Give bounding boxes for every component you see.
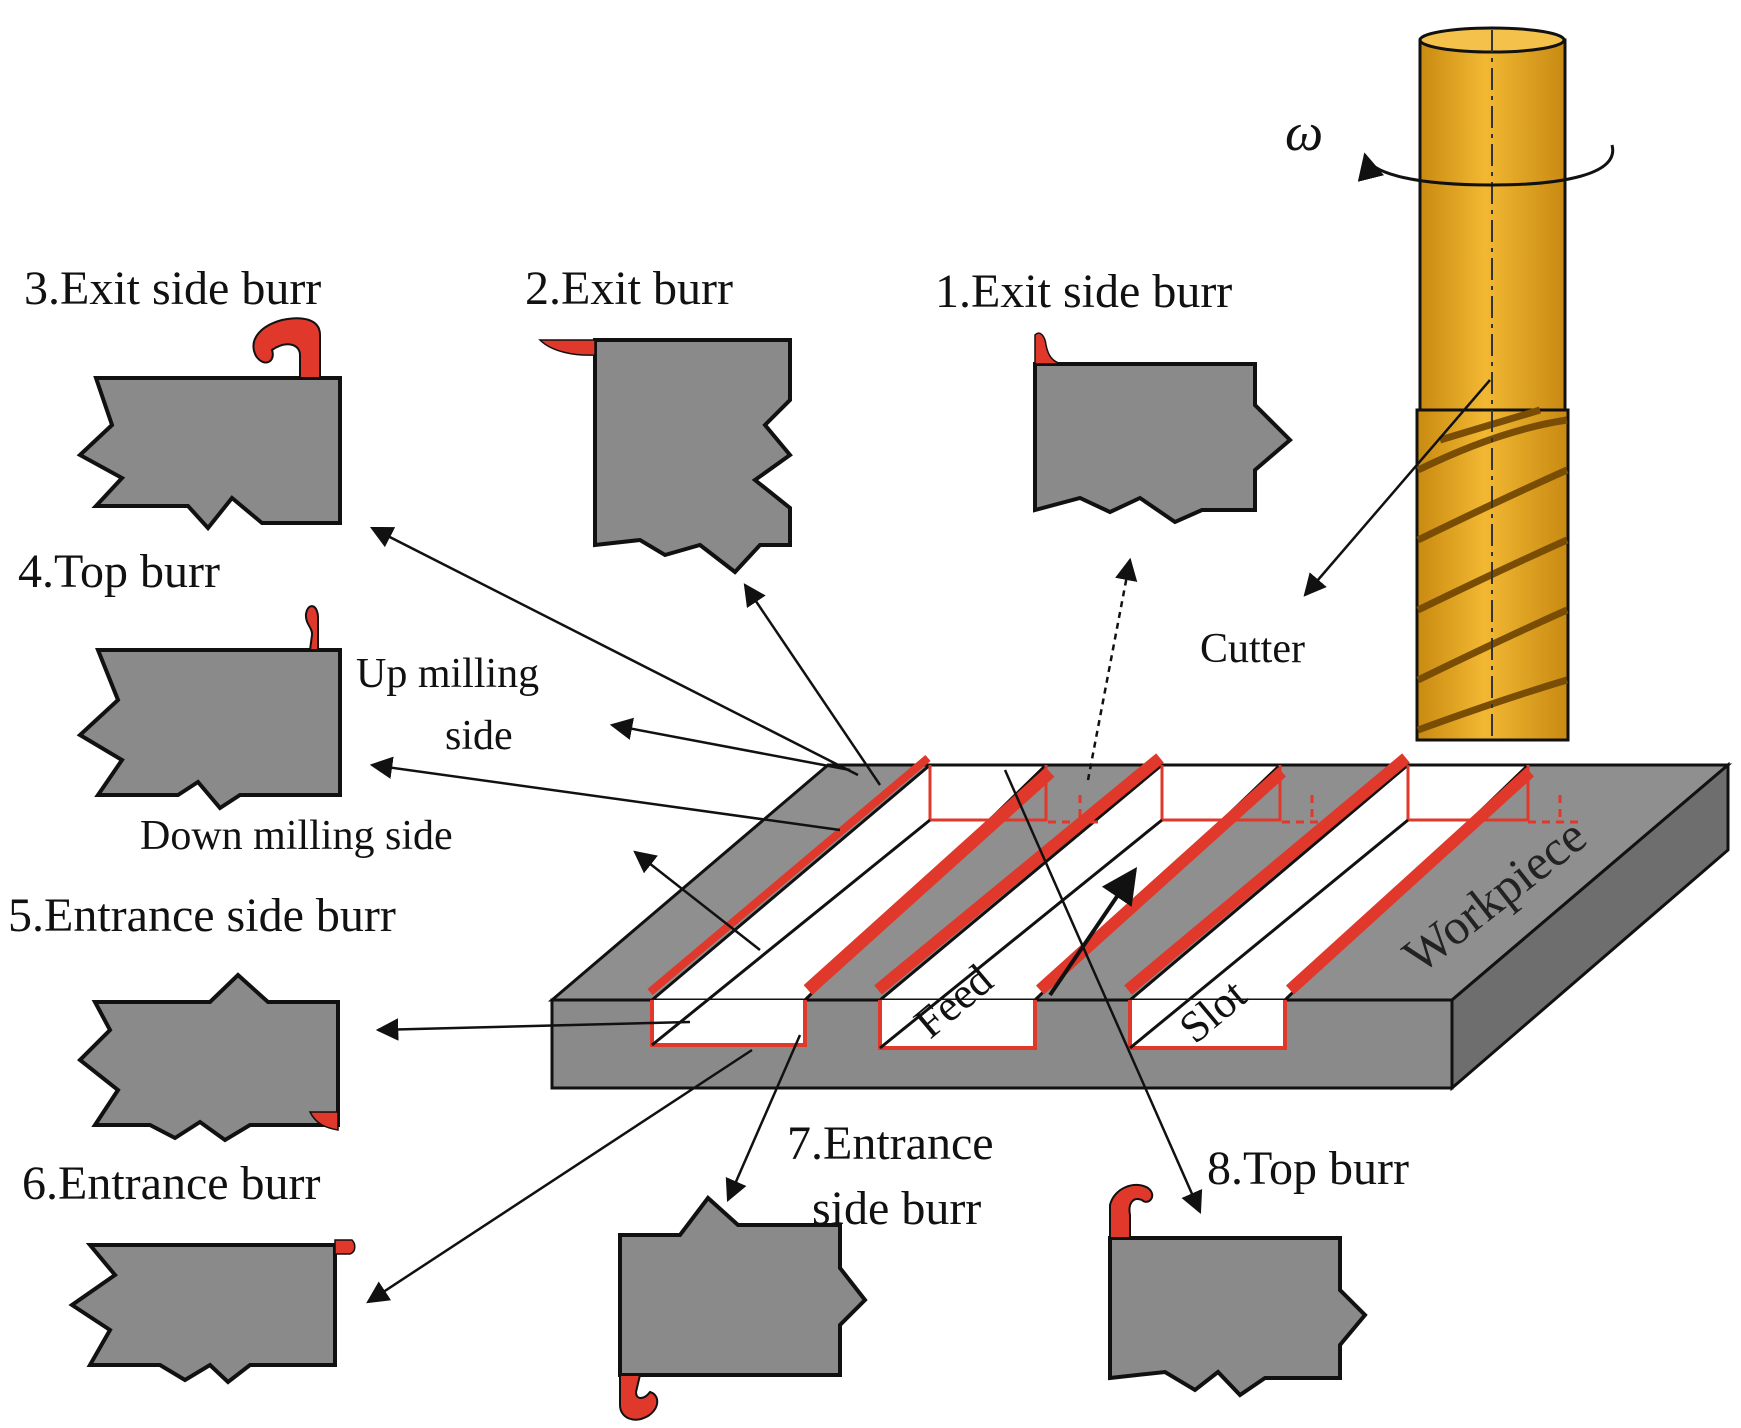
label-top-burr-8: 8.Top burr <box>1207 1142 1409 1195</box>
label-exit-side-burr-3: 3.Exit side burr <box>24 262 322 315</box>
rotation-arrow <box>1357 144 1615 187</box>
burr-profile-5 <box>76 972 340 1143</box>
label-omega: ω <box>1285 102 1324 162</box>
label-entrance-side-burr-7-line1: 7.Entrance <box>787 1117 994 1170</box>
label-down-milling-side: Down milling side <box>140 813 453 859</box>
label-cutter: Cutter <box>1200 626 1305 672</box>
label-up-milling-line2: side <box>445 713 513 759</box>
feed-arrow <box>1048 867 1138 997</box>
burr-profile-3 <box>76 317 342 532</box>
slot-3 <box>1124 753 1535 1050</box>
label-exit-burr-2: 2.Exit burr <box>525 262 733 315</box>
burr-profile-1 <box>1033 332 1293 525</box>
cutter-tool <box>1303 26 1615 742</box>
burr-profile-6 <box>68 1239 356 1385</box>
burr-profile-8 <box>1108 1183 1368 1398</box>
workpiece-block: Feed Slot Workpiece <box>547 753 1733 1092</box>
label-top-burr-4: 4.Top burr <box>18 545 220 598</box>
label-exit-side-burr-1: 1.Exit side burr <box>935 265 1233 318</box>
label-entrance-burr-6: 6.Entrance burr <box>22 1157 321 1210</box>
cutter-pointer <box>1303 379 1491 597</box>
workpiece-right-face <box>1450 761 1730 1092</box>
label-up-milling-line1: Up milling <box>356 651 540 697</box>
burr-profile-4 <box>76 605 342 811</box>
leader-arrows <box>366 526 1203 1304</box>
burr-profile-2 <box>538 338 793 575</box>
burr-profile-7 <box>618 1195 868 1421</box>
cutter-positions <box>1048 795 1578 824</box>
cutter-helix-grooves <box>1416 406 1569 734</box>
label-entrance-side-burr-5: 5.Entrance side burr <box>8 889 396 942</box>
label-entrance-side-burr-7-line2: side burr <box>812 1182 982 1235</box>
